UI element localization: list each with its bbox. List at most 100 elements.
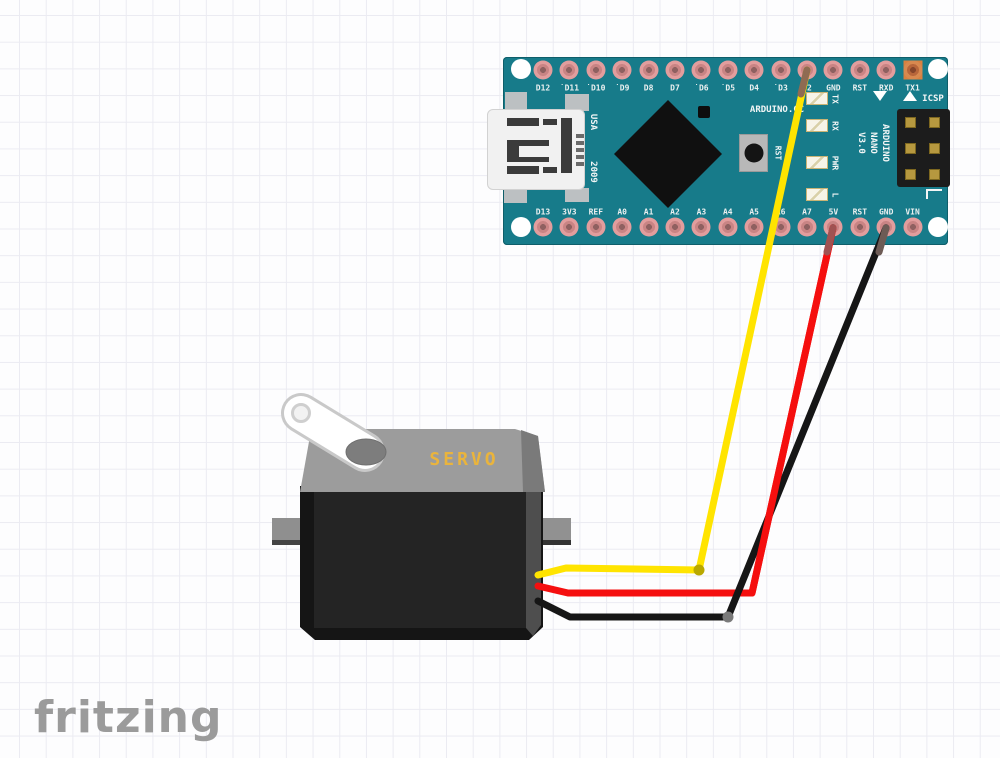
pin-label-bottom-5V: 5V (828, 207, 839, 217)
mini-usb-connector (487, 109, 585, 190)
fritzing-logo: fritzing (34, 692, 223, 743)
pin-pad-top-TX1[interactable] (903, 60, 923, 80)
pin-label-bottom-A3: A3 (696, 207, 707, 217)
pin-pad-top-D7[interactable] (665, 60, 685, 80)
pin-label-top-D9: ˙D9 (614, 83, 630, 93)
pin-label-top-D12: D12 (535, 83, 551, 93)
icsp-pin (905, 169, 916, 180)
pin-pad-top-D9[interactable] (612, 60, 632, 80)
pin-pad-bottom-VIN[interactable] (903, 217, 923, 237)
pin-label-bottom-REF: REF (588, 207, 604, 217)
usb-shield-tab (505, 92, 527, 110)
usb-pin (576, 134, 584, 138)
silk-year-text: 2009 (588, 161, 598, 183)
servo-hub (345, 438, 387, 466)
pin-pad-bottom-A3[interactable] (691, 217, 711, 237)
silk-corner-mark (926, 189, 942, 199)
icsp-pin (905, 117, 916, 128)
mounting-hole (928, 59, 948, 79)
pin-pad-bottom-A4[interactable] (718, 217, 738, 237)
pin-pad-top-GND[interactable] (823, 60, 843, 80)
icsp-pin (929, 143, 940, 154)
servo-body-right-edge (526, 492, 541, 636)
pin-pad-bottom-D13[interactable] (533, 217, 553, 237)
usb-pin (576, 141, 584, 145)
pin-pad-bottom-A1[interactable] (639, 217, 659, 237)
pin-pad-top-D8[interactable] (639, 60, 659, 80)
reset-button[interactable] (739, 134, 768, 172)
pin-pad-top-D10[interactable] (586, 60, 606, 80)
mounting-hole (511, 217, 531, 237)
pin-pad-bottom-A2[interactable] (665, 217, 685, 237)
pin-label-bottom-A1: A1 (643, 207, 654, 217)
pin-label-top-D10: ˙D10 (586, 83, 606, 93)
servo-body-face (314, 492, 526, 628)
wire-power-5v-segment[interactable] (748, 224, 837, 597)
pin-pad-top-D4[interactable] (744, 60, 764, 80)
icsp-header[interactable] (897, 109, 950, 187)
pin-label-bottom-A6: A6 (775, 207, 786, 217)
icsp-pin (905, 143, 916, 154)
pin-pad-bottom-A5[interactable] (744, 217, 764, 237)
servo-top-face-bevel (521, 430, 545, 492)
pin-label-top-D8: D8 (643, 83, 654, 93)
pin-pad-bottom-3V3[interactable] (559, 217, 579, 237)
servo-right-tab-shadow (532, 540, 571, 545)
pin-pad-bottom-5V[interactable] (823, 217, 843, 237)
pin-pad-bottom-RST[interactable] (850, 217, 870, 237)
rx-led-label: RX (830, 121, 840, 131)
mounting-hole (511, 59, 531, 79)
reset-button-cap (744, 143, 763, 163)
pin-label-top-D5: ˙D5 (720, 83, 736, 93)
pin-label-bottom-3V3: 3V3 (562, 207, 577, 217)
pin-pad-top-D6[interactable] (691, 60, 711, 80)
pin-pad-top-RST[interactable] (850, 60, 870, 80)
usb-icon (561, 118, 572, 173)
pin-label-top-D4: D4 (749, 83, 760, 93)
pin-label-top-GND: GND (826, 83, 841, 93)
silk-usa-text: USA (588, 113, 598, 131)
pin-pad-top-D2[interactable] (797, 60, 817, 80)
wire-ground-bendpoint[interactable] (722, 611, 734, 623)
pin-pad-bottom-REF[interactable] (586, 217, 606, 237)
pin-label-top-RST: RST (852, 83, 868, 93)
pin-pad-top-RXD[interactable] (876, 60, 896, 80)
pin-label-bottom-A5: A5 (749, 207, 760, 217)
usb-icon (507, 118, 539, 126)
icsp-pin (929, 117, 940, 128)
pin-pad-top-D5[interactable] (718, 60, 738, 80)
servo-motor[interactable]: SERVO (272, 393, 571, 641)
pin-pad-top-D11[interactable] (559, 60, 579, 80)
pin-pad-top-D3[interactable] (771, 60, 791, 80)
pin-label-bottom-RST: RST (852, 207, 868, 217)
pin-label-top-TX1: TX1 (905, 83, 920, 93)
servo-horn[interactable] (284, 396, 382, 469)
usb-shield-tab (565, 188, 589, 202)
pin-label-bottom-A0: A0 (617, 207, 628, 217)
rx-led (806, 119, 828, 132)
servo-horn-hole (291, 403, 311, 423)
pin-pad-bottom-A6[interactable] (771, 217, 791, 237)
wire-ground[interactable] (534, 224, 890, 621)
pin-pad-top-D12[interactable] (533, 60, 553, 80)
servo-left-tab-shadow (272, 540, 310, 545)
pin-label-bottom-A7: A7 (802, 207, 812, 217)
resonator (698, 106, 710, 118)
wire-power-5v[interactable] (534, 224, 837, 597)
pin-pad-bottom-GND[interactable] (876, 217, 896, 237)
usb-shield-tab (504, 188, 527, 203)
usb-icon (519, 146, 549, 157)
pin-label-bottom-GND: GND (878, 207, 894, 217)
pin-label-top-D3: ˙D3 (773, 83, 788, 93)
wire-signal-bendpoint[interactable] (693, 564, 705, 576)
usb-icon (543, 119, 557, 125)
pin-pad-bottom-A7[interactable] (797, 217, 817, 237)
usb-pin (576, 155, 584, 159)
silk-icsp-label: ICSP (922, 94, 944, 104)
usb-pin (576, 162, 584, 166)
pin-pad-bottom-A0[interactable] (612, 217, 632, 237)
silk-reset-label: RST (773, 145, 783, 161)
silk-brand: ARDUINO.CC (749, 105, 805, 115)
rx-arrow-icon (873, 91, 887, 101)
